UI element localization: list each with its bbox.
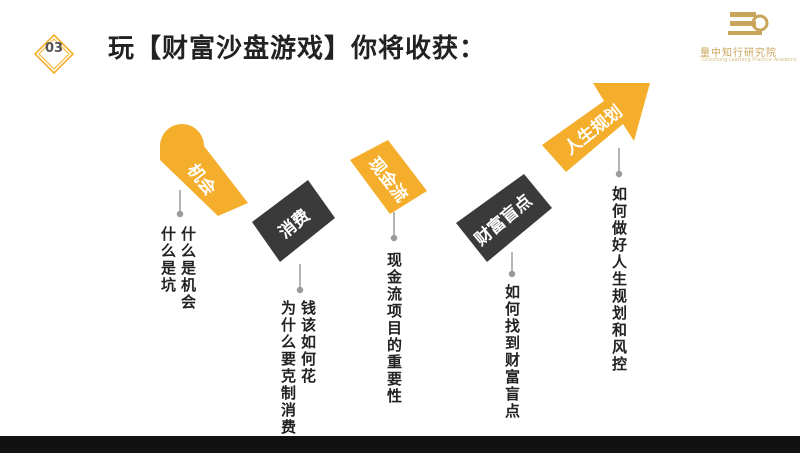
section-number: 03 (44, 41, 64, 56)
brand-name: 量中知行研究院 (700, 48, 777, 59)
step-desc-blindspot: 如何找到财富盲点 (503, 284, 521, 420)
step-shape-cashflow (350, 140, 427, 214)
step-desc-opportunity: 什么是机会什么是坑 (159, 226, 197, 311)
brand-subtitle: Onezhong Learning Practice Academy (702, 57, 798, 63)
step-desc-consumption: 钱该如何花为什么要克制消费 (279, 300, 317, 436)
step-shape-opportunity (160, 124, 248, 216)
step-shape-consumption (252, 180, 335, 262)
step-shape-blindspot (456, 174, 552, 262)
step-desc-cashflow: 现金流项目的重要性 (385, 252, 403, 405)
number-diamond-icon (34, 34, 74, 74)
brand-logo-icon (728, 12, 769, 35)
page-title: 玩【财富沙盘游戏】你将收获： (108, 34, 487, 64)
step-desc-life-plan: 如何做好人生规划和风控 (610, 186, 628, 373)
bottom-band (0, 436, 800, 453)
step-shape-life-plan (542, 83, 650, 172)
